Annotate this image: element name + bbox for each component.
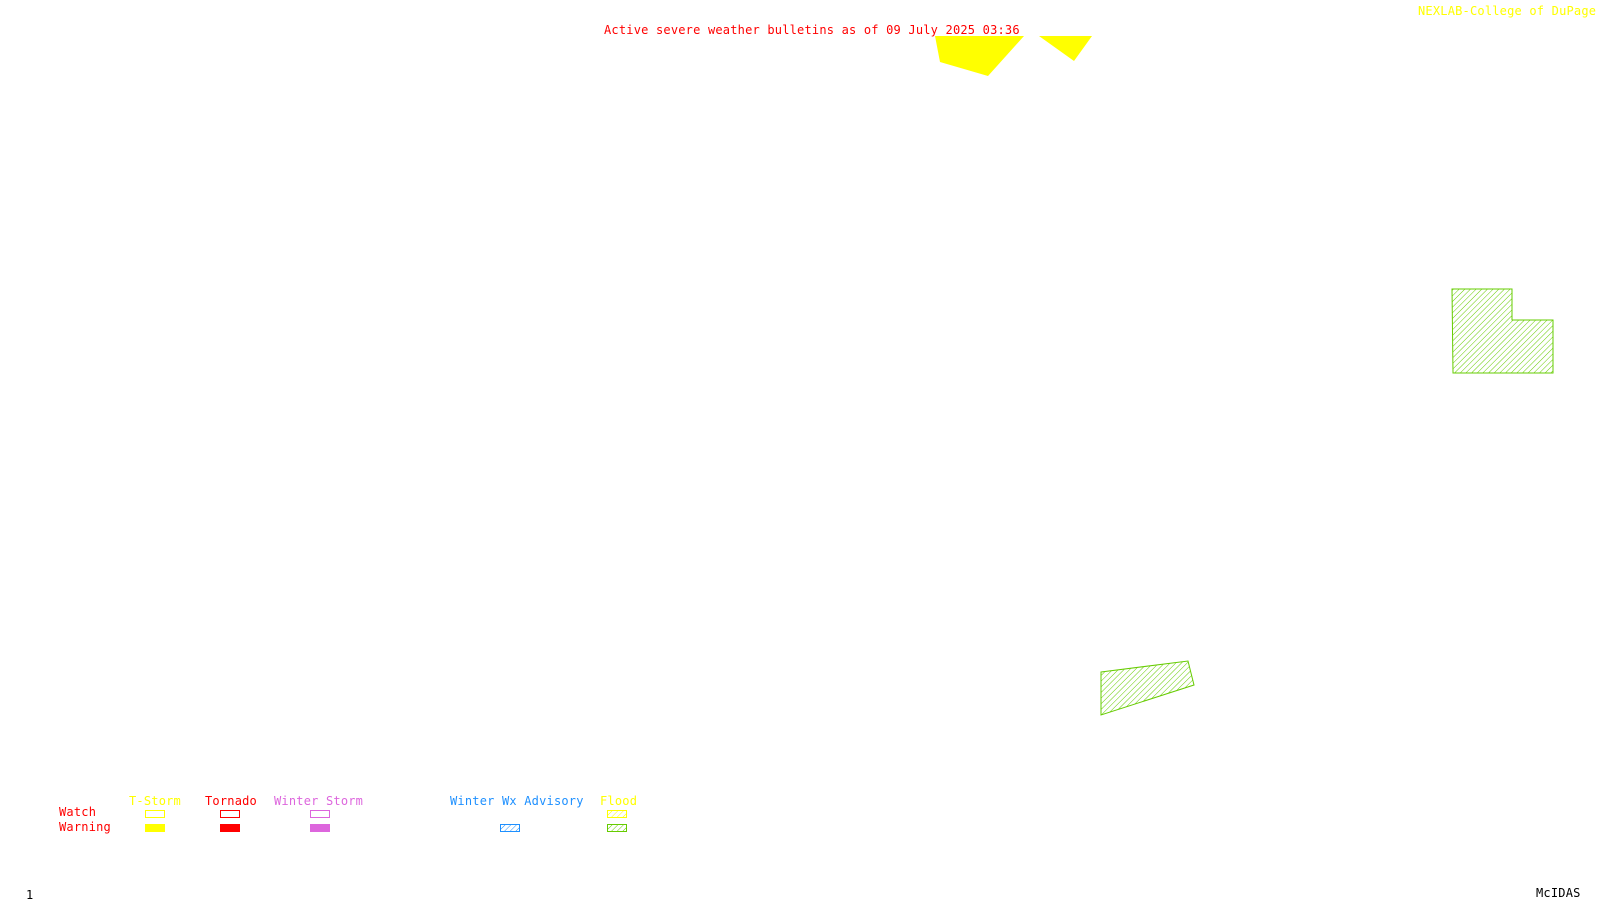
flood-watch-swatch xyxy=(607,810,627,818)
winter-storm-watch-swatch xyxy=(310,810,330,818)
software-label: McIDAS xyxy=(1536,886,1581,900)
legend-row-watch: Watch xyxy=(59,805,97,819)
legend-label-flood: Flood xyxy=(600,794,638,808)
legend-label-tornado: Tornado xyxy=(205,794,257,808)
tornado-watch-swatch xyxy=(220,810,240,818)
legend-row-warning: Warning xyxy=(59,820,111,834)
flood-warning-swatch xyxy=(607,824,627,832)
bulletin-title: Active severe weather bulletins as of 09… xyxy=(604,23,1020,37)
legend-label-winter-storm: Winter Storm xyxy=(274,794,364,808)
flood-warning-polygon xyxy=(1451,288,1554,374)
winter-storm-warning-swatch xyxy=(310,824,330,832)
tstorm-warning-polygon xyxy=(1039,36,1092,61)
tstorm-warning-swatch xyxy=(145,824,165,832)
tornado-warning-swatch xyxy=(220,824,240,832)
winter-wx-advisory-swatch xyxy=(500,824,520,832)
source-credit: NEXLAB-College of DuPage R xyxy=(1418,4,1600,18)
tstorm-watch-swatch xyxy=(145,810,165,818)
legend-label-winter-wx-advisory: Winter Wx Advisory xyxy=(450,794,584,808)
flood-warning-polygon xyxy=(1100,660,1195,716)
tstorm-warning-polygon xyxy=(935,36,1024,76)
legend-label-tstorm: T-Storm xyxy=(129,794,181,808)
frame-number: 1 xyxy=(26,888,34,900)
